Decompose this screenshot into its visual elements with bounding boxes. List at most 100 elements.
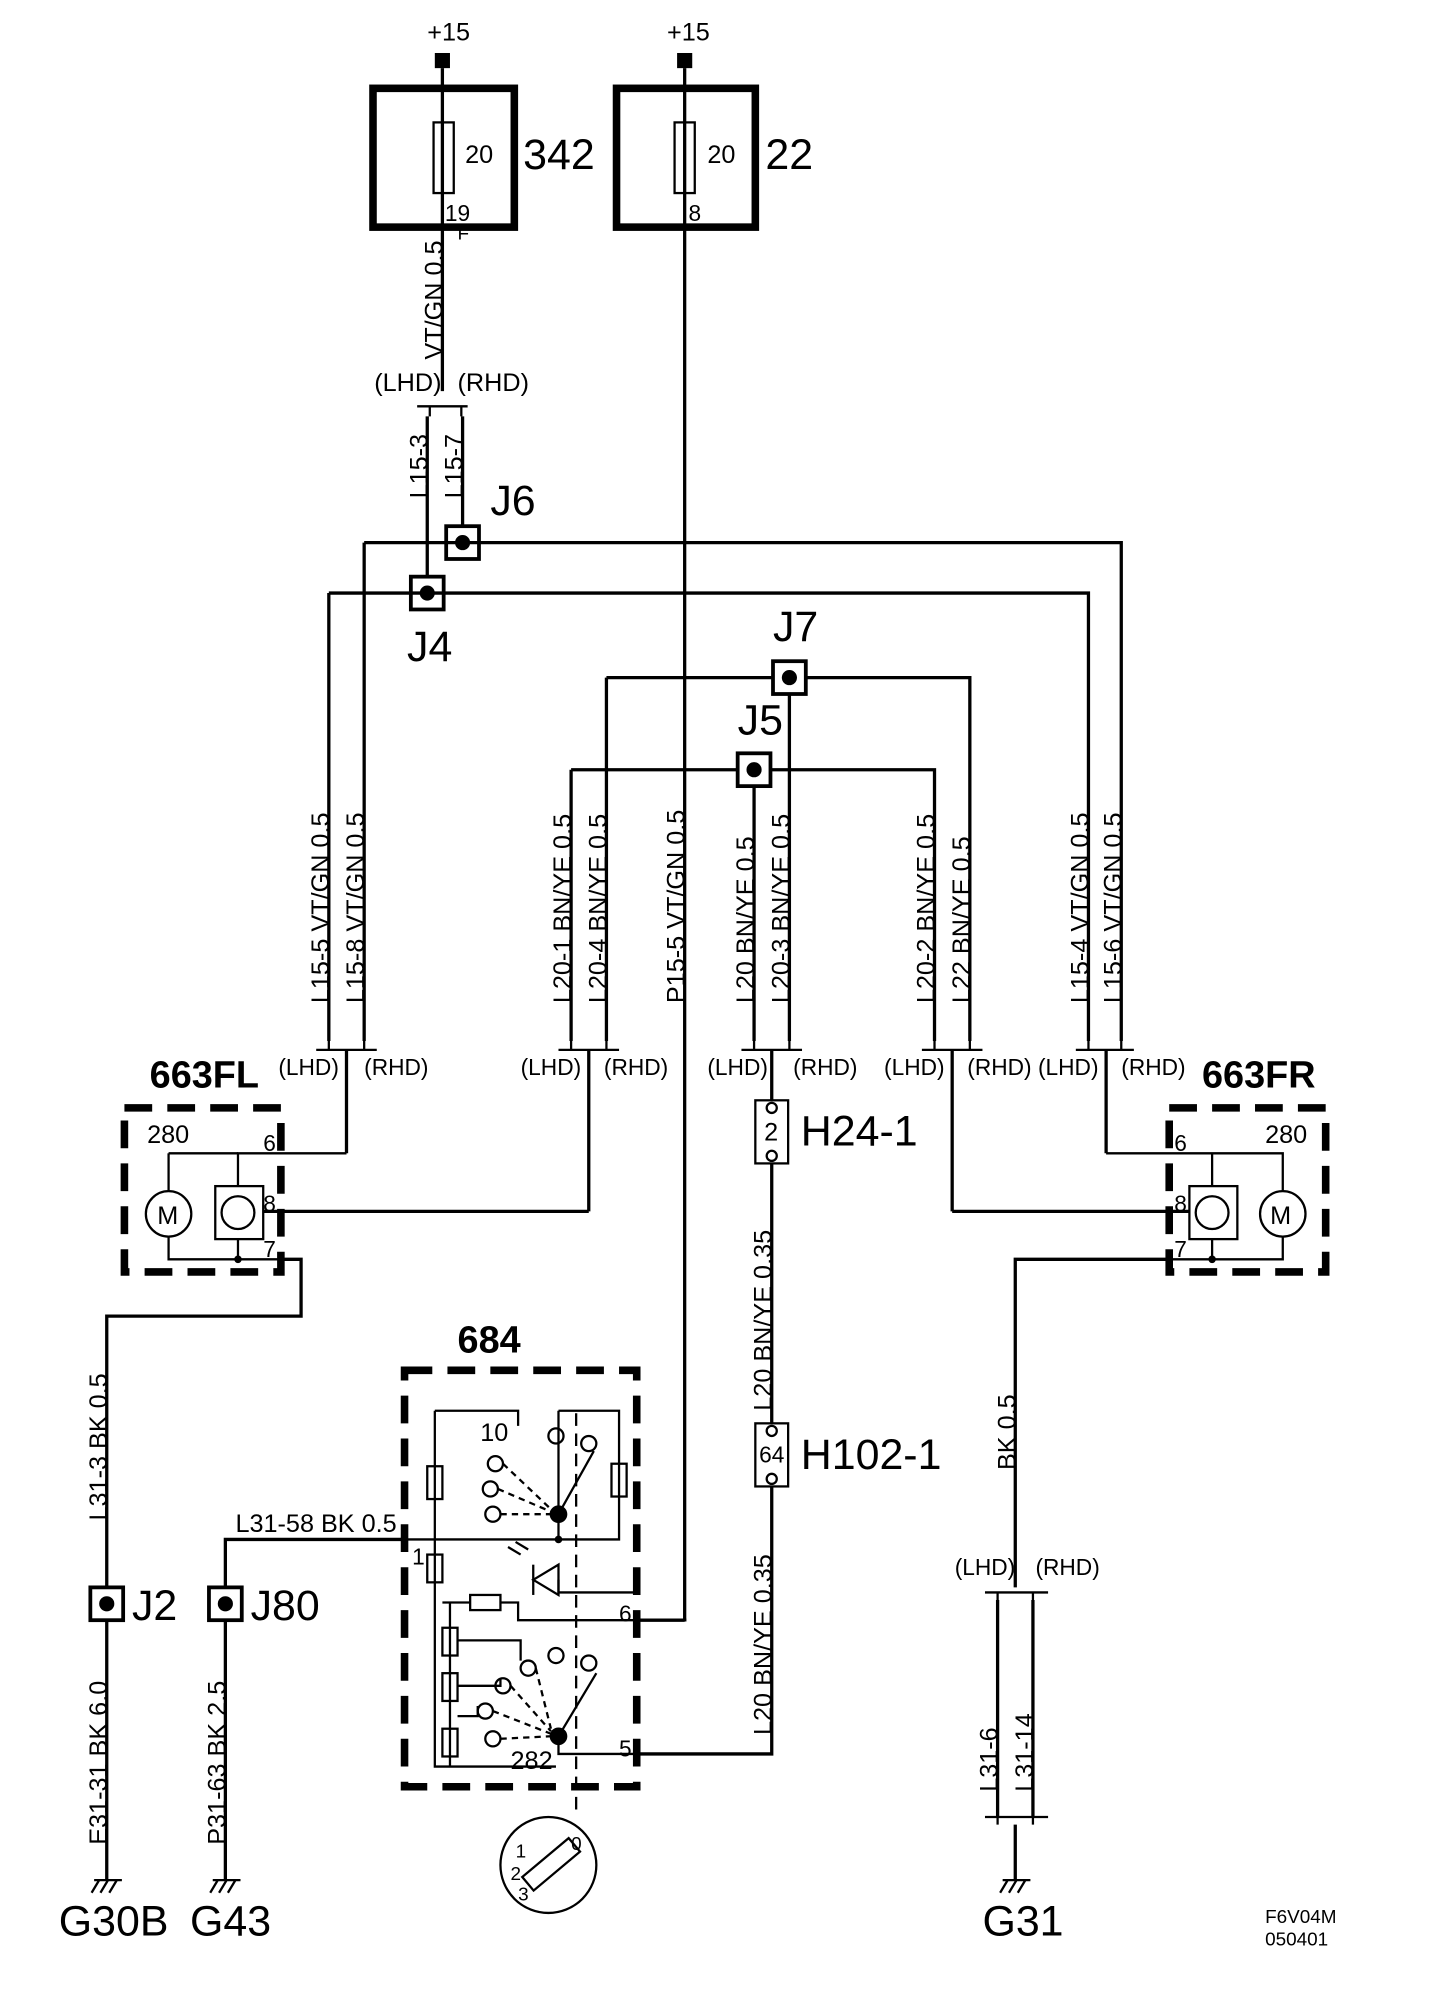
supply-right: +15 [667,18,710,69]
svg-text:P15-5 VT/GN 0.5: P15-5 VT/GN 0.5 [663,810,691,1003]
svg-text:(RHD): (RHD) [1035,1554,1099,1580]
bus-lines [327,540,1123,1042]
svg-text:0: 0 [571,1834,582,1855]
svg-text:7: 7 [263,1236,276,1262]
wire-label-top: VT/GN 0.5 [420,240,448,359]
svg-text:(LHD): (LHD) [374,369,441,397]
dial-knob: 0 1 2 3 [499,1815,598,1915]
svg-text:J80: J80 [251,1582,320,1630]
svg-text:6: 6 [263,1130,276,1156]
svg-text:L15-6 VT/GN 0.5: L15-6 VT/GN 0.5 [1099,813,1127,1004]
svg-text:L15-7: L15-7 [441,434,469,498]
svg-text:(RHD): (RHD) [604,1054,668,1080]
svg-text:L20 BN/YE 0.5: L20 BN/YE 0.5 [732,836,760,1003]
svg-text:3: 3 [518,1884,529,1905]
switch-684: 684 10 282 1 6 5 [400,1320,641,1818]
svg-text:282: 282 [511,1747,553,1775]
svg-text:(LHD): (LHD) [884,1054,945,1080]
ground-symbol-left [90,1878,241,1894]
svg-text:1: 1 [412,1544,425,1570]
svg-text:2: 2 [764,1119,778,1147]
svg-text:5: 5 [619,1735,632,1761]
svg-text:L15-8 VT/GN 0.5: L15-8 VT/GN 0.5 [342,813,370,1004]
svg-text:(LHD): (LHD) [1038,1054,1099,1080]
variant-splits: (LHD) (RHD) (LHD) (RHD) (LHD) (RHD) (LHD… [278,1041,1186,1212]
svg-text:+15: +15 [667,18,710,46]
svg-text:L31-14: L31-14 [1011,1713,1039,1792]
svg-text:(RHD): (RHD) [793,1054,857,1080]
svg-text:19: 19 [445,200,470,226]
svg-text:6: 6 [619,1600,632,1626]
svg-text:64: 64 [759,1441,784,1467]
svg-text:J4: J4 [407,623,452,671]
supply-left: +15 [427,18,470,69]
svg-text:L20-2 BN/YE 0.5: L20-2 BN/YE 0.5 [913,814,941,1003]
svg-text:L20-3 BN/YE 0.5: L20-3 BN/YE 0.5 [767,814,795,1003]
svg-text:M: M [157,1202,178,1230]
junction-j5: J5 [735,696,783,789]
ground-g31-block: (LHD) (RHD) L31-6 L31-14 G31 [955,1554,1100,1946]
svg-text:10: 10 [480,1419,508,1447]
svg-text:L20 BN/YE 0.35: L20 BN/YE 0.35 [750,1230,778,1411]
svg-text:1: 1 [516,1841,527,1862]
svg-text:L20-4 BN/YE 0.5: L20-4 BN/YE 0.5 [584,814,612,1003]
wires-top: VT/GN 0.5 (LHD) (RHD) L15-3 L15-7 [374,68,687,1622]
footer-code: F6V04M [1265,1907,1336,1928]
svg-text:280: 280 [147,1121,189,1149]
svg-text:BK 0.5: BK 0.5 [993,1394,1021,1470]
svg-text:7: 7 [1174,1236,1187,1262]
junction-j2: J2 [88,1582,177,1630]
svg-text:L20-1 BN/YE 0.5: L20-1 BN/YE 0.5 [549,814,577,1003]
junction-j7: J7 [771,603,818,696]
svg-text:(RHD): (RHD) [364,1054,428,1080]
svg-text:342: 342 [523,131,595,179]
svg-text:280: 280 [1265,1121,1307,1149]
svg-text:684: 684 [458,1320,521,1362]
ground-g31: G31 [982,1898,1063,1946]
svg-text:(LHD): (LHD) [521,1054,582,1080]
svg-text:L31-58 BK 0.5: L31-58 BK 0.5 [235,1510,396,1538]
svg-text:6: 6 [1174,1130,1187,1156]
svg-text:(RHD): (RHD) [967,1054,1031,1080]
connector-h24-1: 2 H24-1 [754,1099,918,1165]
svg-text:J7: J7 [773,603,818,651]
svg-text:L15-5 VT/GN 0.5: L15-5 VT/GN 0.5 [307,813,335,1004]
svg-text:L31-3 BK 0.5: L31-3 BK 0.5 [85,1373,113,1520]
svg-text:J2: J2 [132,1582,177,1630]
svg-text:663FL: 663FL [150,1055,259,1097]
actuator-663fl: 663FL 280 6 8 7 M [105,1055,589,1588]
junction-j80: J80 [207,1582,320,1630]
fuse-342: 20 19 F 342 [369,84,595,245]
svg-text:(LHD): (LHD) [955,1554,1016,1580]
svg-text:+15: +15 [427,18,470,46]
svg-text:20: 20 [465,141,493,169]
svg-text:(LHD): (LHD) [707,1054,768,1080]
svg-text:(RHD): (RHD) [458,369,529,397]
svg-text:(LHD): (LHD) [278,1054,339,1080]
svg-text:M: M [1270,1202,1291,1230]
svg-text:20: 20 [707,141,735,169]
wire-labels-vertical: L15-5 VT/GN 0.5 L15-8 VT/GN 0.5 L20-1 BN… [307,810,1127,1003]
svg-text:H24-1: H24-1 [801,1108,918,1156]
fuse-22: 20 8 22 [612,84,813,231]
svg-text:P31-63 BK 2.5: P31-63 BK 2.5 [203,1681,231,1845]
svg-text:F: F [458,224,470,245]
svg-text:E31-31 BK 6.0: E31-31 BK 6.0 [85,1681,113,1845]
svg-text:L22 BN/YE 0.5: L22 BN/YE 0.5 [948,836,976,1003]
ground-g30b: G30B [59,1898,169,1946]
svg-text:2: 2 [511,1864,522,1885]
svg-text:663FR: 663FR [1202,1055,1316,1097]
svg-text:L20 BN/YE 0.35: L20 BN/YE 0.35 [750,1554,778,1735]
ground-g43: G43 [190,1898,271,1946]
svg-text:L15-3: L15-3 [405,434,433,498]
svg-text:L15-4 VT/GN 0.5: L15-4 VT/GN 0.5 [1066,813,1094,1004]
svg-text:(RHD): (RHD) [1121,1054,1185,1080]
svg-text:L31-6: L31-6 [976,1727,1004,1792]
actuator-663fr: 663FR 280 6 8 7 M BK 0.5 [952,1055,1330,1588]
svg-text:H102-1: H102-1 [801,1431,942,1479]
junction-j4: J4 [407,574,452,671]
svg-text:J6: J6 [490,477,535,525]
svg-text:22: 22 [765,131,813,179]
svg-text:8: 8 [688,200,701,226]
